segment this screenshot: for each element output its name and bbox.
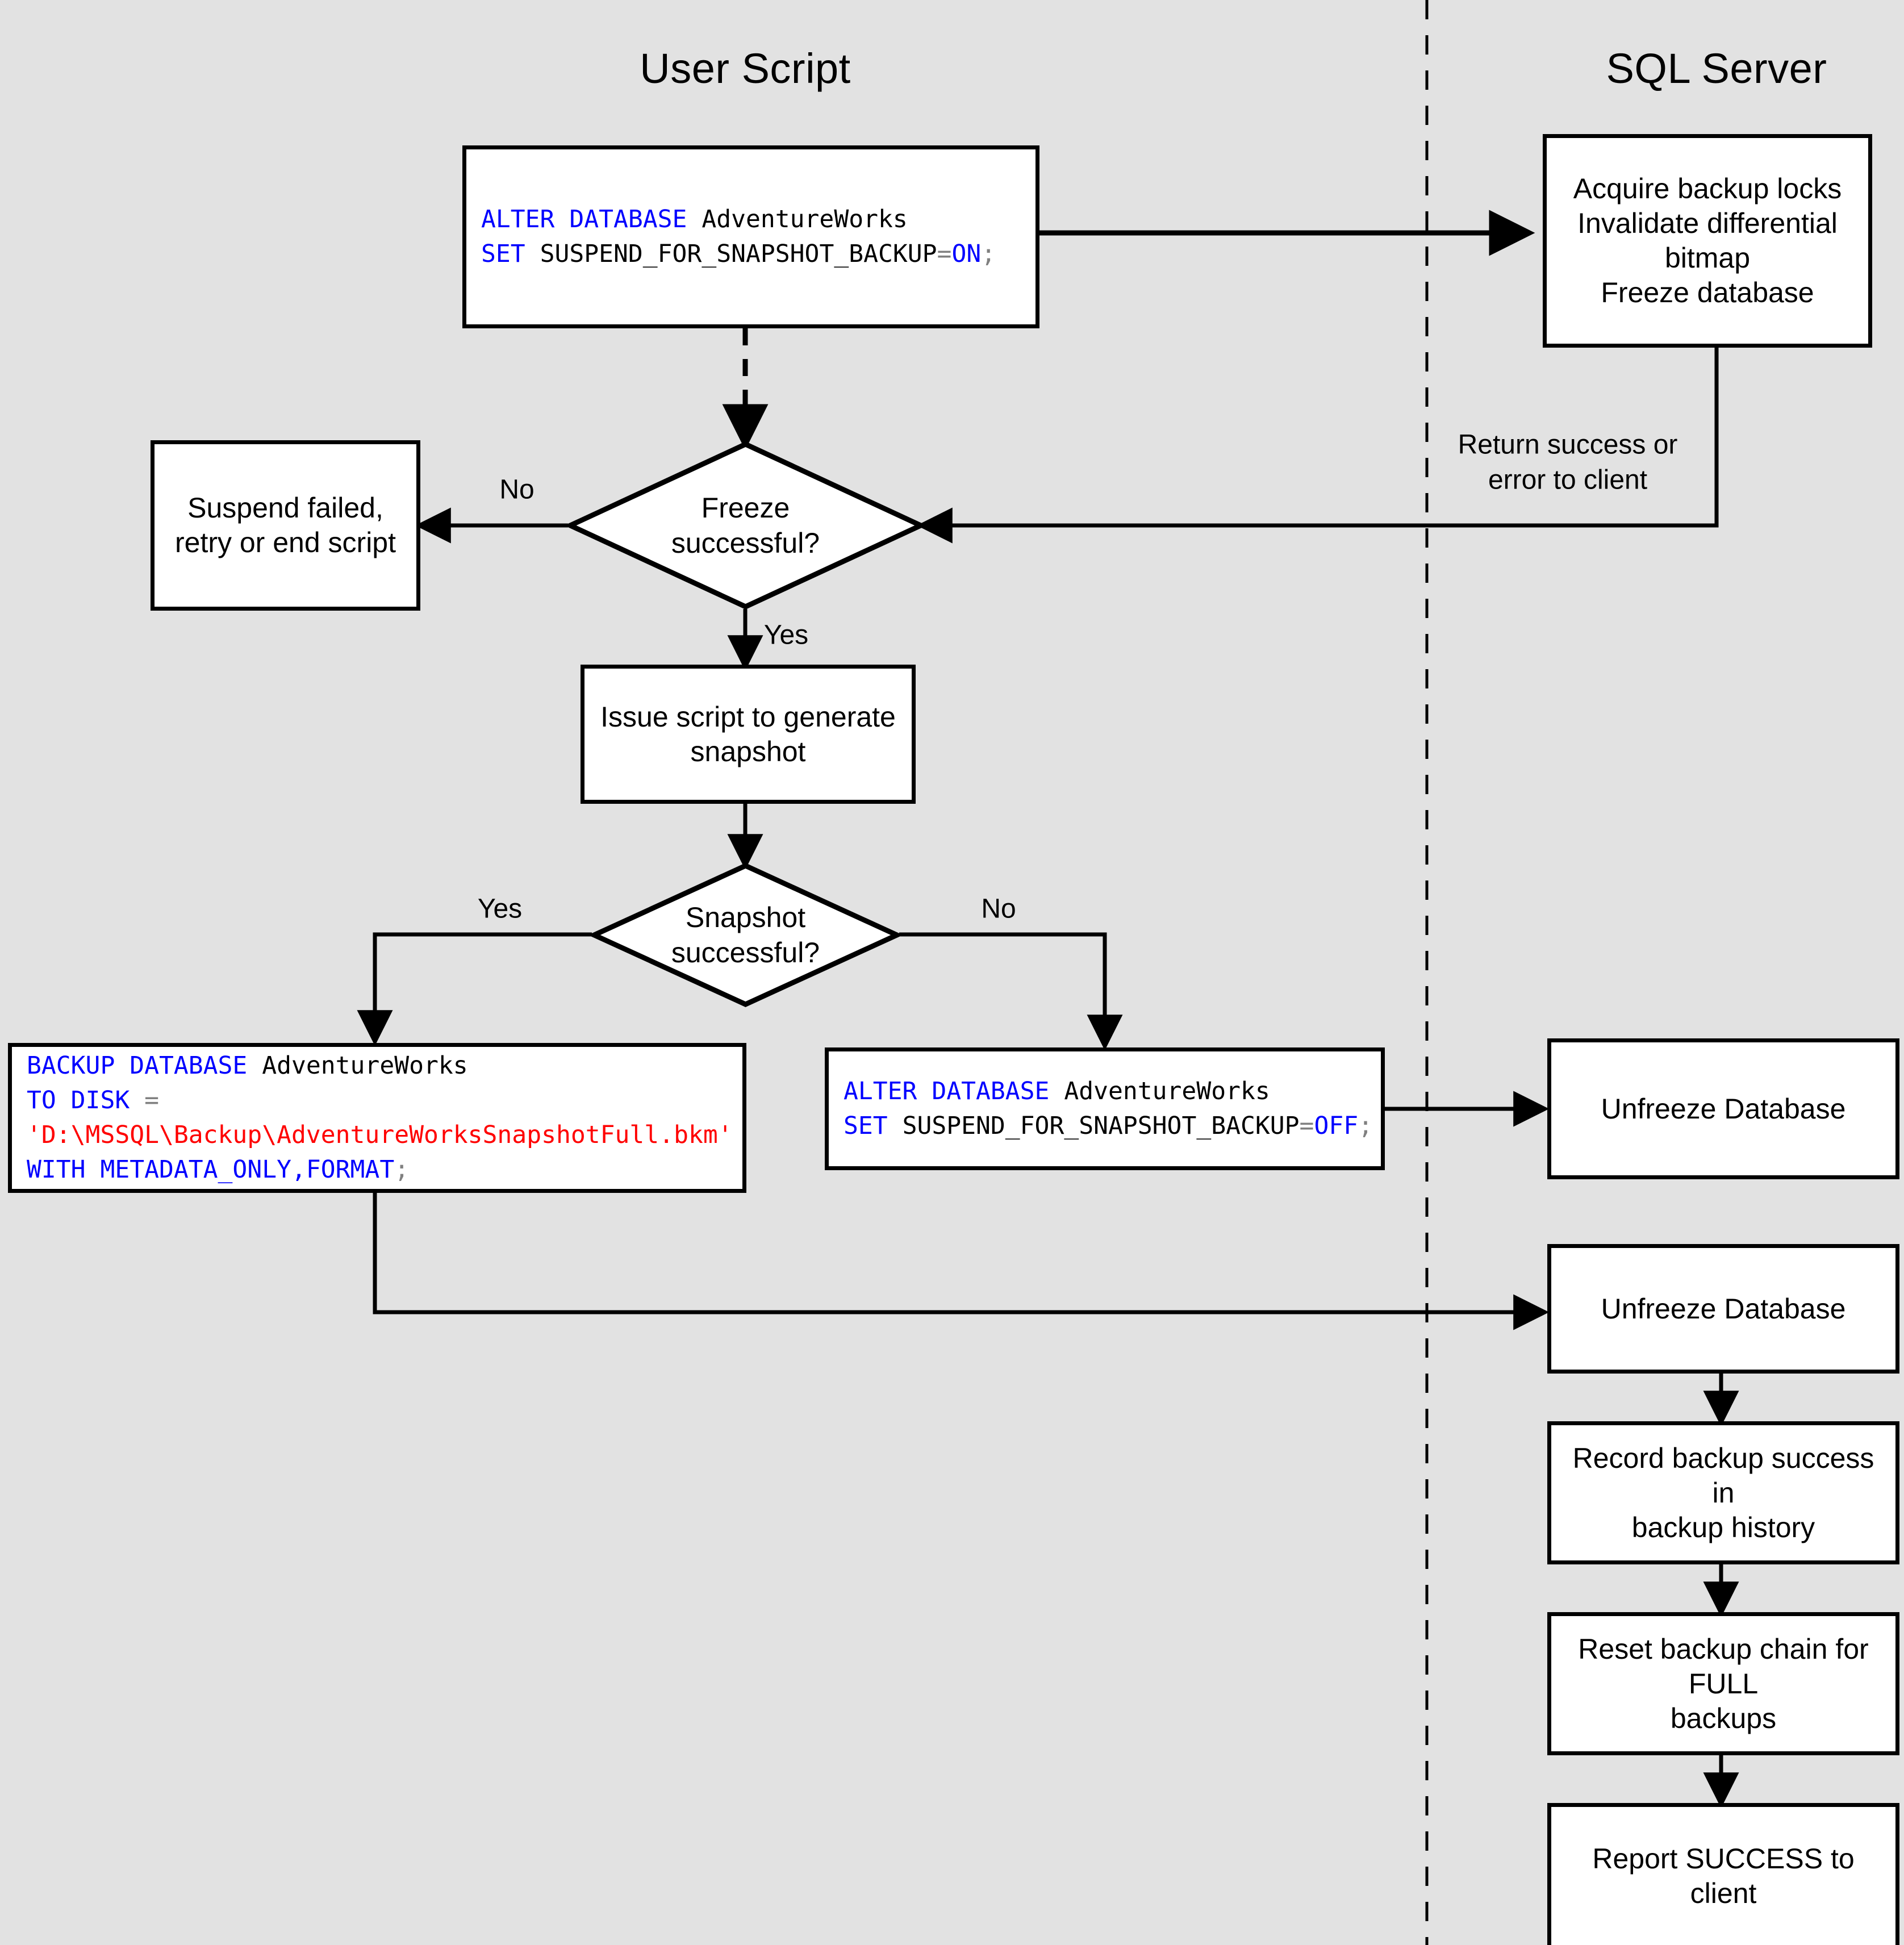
node-unfreeze-database-1-label: Unfreeze Database xyxy=(1601,1092,1846,1125)
lane-title-sql-server: SQL Server xyxy=(1606,45,1827,92)
node-unfreeze-database-1[interactable]: Unfreeze Database xyxy=(1547,1038,1899,1179)
node-report-success[interactable]: Report SUCCESS to client xyxy=(1547,1803,1899,1945)
node-alter-database-off[interactable]: ALTER DATABASE AdventureWorks SET SUSPEN… xyxy=(825,1047,1385,1170)
edge-label-snapshot-yes: Yes xyxy=(477,894,523,924)
code-alter-off: ALTER DATABASE AdventureWorks SET SUSPEN… xyxy=(844,1076,1373,1140)
node-suspend-failed[interactable]: Suspend failed,retry or end script xyxy=(151,440,420,611)
edge-label-snapshot-no: No xyxy=(981,894,1016,924)
edge-snapshot-no-to-alter-off xyxy=(899,932,1123,1051)
edge-label-freeze-yes: Yes xyxy=(763,620,809,650)
node-unfreeze-database-2-label: Unfreeze Database xyxy=(1601,1292,1846,1325)
node-alter-database-on[interactable]: ALTER DATABASE AdventureWorks SET SUSPEN… xyxy=(462,145,1039,328)
edge-label-freeze-no: No xyxy=(499,474,535,505)
edge-acquire-to-freeze xyxy=(916,348,1719,544)
node-suspend-failed-label: Suspend failed,retry or end script xyxy=(174,492,396,558)
node-backup-database[interactable]: BACKUP DATABASE AdventureWorks TO DISK =… xyxy=(8,1043,746,1193)
node-unfreeze-database-2[interactable]: Unfreeze Database xyxy=(1547,1244,1899,1374)
code-alter-on: ALTER DATABASE AdventureWorks SET SUSPEN… xyxy=(481,204,996,268)
edge-snapshot-yes-to-backup xyxy=(357,932,592,1046)
lane-title-user-script: User Script xyxy=(640,45,851,92)
node-report-success-label: Report SUCCESS to client xyxy=(1592,1843,1855,1909)
edge-backup-to-unfreeze2 xyxy=(373,1193,1550,1330)
code-backup-database: BACKUP DATABASE AdventureWorks TO DISK =… xyxy=(27,1051,733,1184)
